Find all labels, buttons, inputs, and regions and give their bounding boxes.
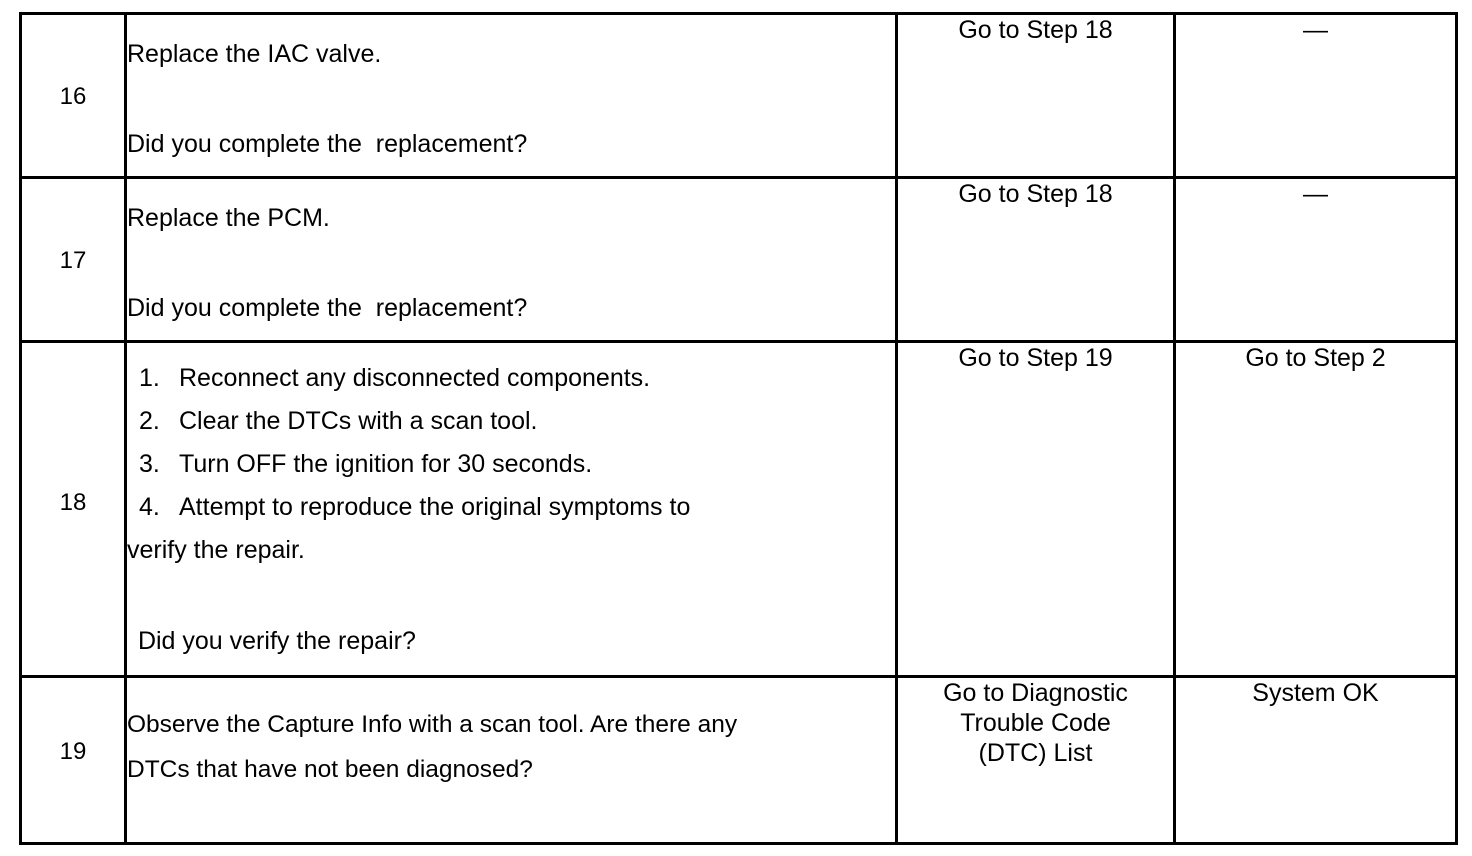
list-marker: 1.: [139, 364, 160, 392]
action-cell-16: Replace the IAC valve. Did you complete …: [124, 12, 898, 179]
table-row: 17 Replace the PCM. Did you complete the…: [19, 176, 1458, 343]
yes-result-text: Go to Step 19: [958, 344, 1113, 372]
list-marker: 2.: [139, 407, 160, 435]
yes-cell-19: Go to Diagnostic Trouble Code (DTC) List: [895, 675, 1176, 845]
list-continuation-text: verify the repair.: [127, 536, 305, 564]
no-cell-16: —: [1173, 12, 1458, 179]
action-text-line: Observe the Capture Info with a scan too…: [127, 711, 738, 738]
action-cell-19: Observe the Capture Info with a scan too…: [124, 675, 898, 845]
step-number-cell-16: 16: [19, 12, 127, 179]
list-marker: 3.: [139, 450, 160, 478]
no-cell-18: Go to Step 2: [1173, 340, 1458, 678]
table-row: 18 1. Reconnect any disconnected compone…: [19, 340, 1458, 678]
action-question-line: Did you verify the repair?: [131, 627, 416, 655]
list-marker: 4.: [139, 493, 160, 521]
yes-result-text: Go to Step 18: [958, 180, 1113, 208]
action-question-line: Did you complete the replacement?: [127, 293, 528, 322]
yes-cell-17: Go to Step 18: [895, 176, 1176, 343]
step-number: 18: [59, 489, 87, 516]
step-number-cell-19: 19: [19, 675, 127, 845]
list-item-text: Reconnect any disconnected components.: [179, 364, 651, 392]
yes-result-line: (DTC) List: [978, 739, 1093, 767]
no-result-text: Go to Step 2: [1245, 344, 1386, 372]
action-question-line: Did you complete the replacement?: [127, 129, 528, 158]
list-item: 2. Clear the DTCs with a scan tool.: [127, 409, 895, 434]
action-text-line: Replace the IAC valve.: [127, 40, 382, 68]
no-result-text: System OK: [1252, 679, 1379, 707]
list-item: 3. Turn OFF the ignition for 30 seconds.: [127, 452, 895, 477]
action-cell-17: Replace the PCM. Did you complete the re…: [124, 176, 898, 343]
yes-result-line: Trouble Code: [960, 709, 1111, 737]
action-question-line: DTCs that have not been diagnosed?: [127, 756, 533, 784]
list-item: 1. Reconnect any disconnected components…: [127, 366, 895, 391]
instruction-list-wrapper: 1. Reconnect any disconnected components…: [127, 366, 895, 563]
action-text-line: Replace the PCM.: [127, 204, 330, 232]
table-row: 19 Observe the Capture Info with a scan …: [19, 675, 1458, 845]
list-item-text: Turn OFF the ignition for 30 seconds.: [179, 450, 593, 478]
yes-result-line: Go to Diagnostic: [943, 679, 1128, 707]
action-cell-18: 1. Reconnect any disconnected components…: [124, 340, 898, 678]
yes-cell-16: Go to Step 18: [895, 12, 1176, 179]
step-number: 16: [59, 83, 87, 110]
yes-result-text: Go to Step 18: [958, 16, 1113, 44]
yes-cell-18: Go to Step 19: [895, 340, 1176, 678]
step-number: 17: [59, 247, 87, 274]
no-result-text: —: [1303, 16, 1328, 44]
no-cell-19: System OK: [1173, 675, 1458, 845]
table-row: 16 Replace the IAC valve. Did you comple…: [19, 12, 1458, 179]
list-item-text: Clear the DTCs with a scan tool.: [179, 407, 538, 435]
diagnostic-steps-table: 16 Replace the IAC valve. Did you comple…: [19, 12, 1458, 845]
list-item-text: Attempt to reproduce the original sympto…: [179, 493, 691, 521]
step-number-cell-18: 18: [19, 340, 127, 678]
instruction-list: 1. Reconnect any disconnected components…: [127, 366, 895, 520]
no-result-text: —: [1303, 180, 1328, 208]
step-number-cell-17: 17: [19, 176, 127, 343]
step-number: 19: [59, 738, 87, 765]
list-item: 4. Attempt to reproduce the original sym…: [127, 495, 895, 520]
no-cell-17: —: [1173, 176, 1458, 343]
